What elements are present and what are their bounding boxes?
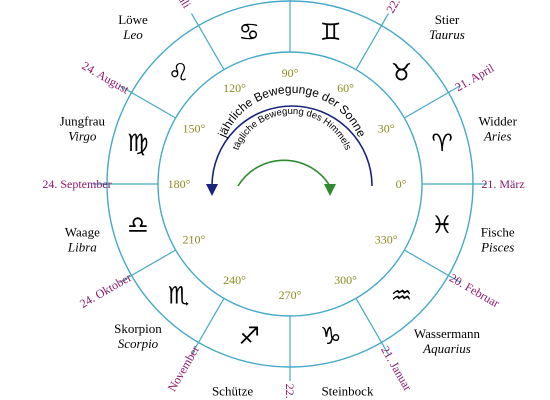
degree-label: 0°: [396, 177, 407, 191]
gemini-icon: ♊: [320, 18, 342, 46]
sector-divider: [404, 84, 461, 119]
date-label: 21. April: [452, 60, 497, 94]
daily-sky-motion-text: tägliche Bewegung des Himmels: [231, 106, 354, 152]
sign-name-german: Wassermann: [414, 326, 481, 341]
sector-divider: [404, 249, 461, 284]
daily-sky-motion-label: tägliche Bewegung des Himmels: [231, 106, 354, 152]
degree-label: 180°: [168, 177, 191, 191]
sign-label-sagittarius: SchützeSagittarius: [204, 383, 261, 400]
sector-divider: [119, 84, 176, 119]
sign-name-german: Schütze: [212, 383, 253, 398]
sign-name-german: Stier: [435, 12, 460, 27]
scorpio-icon: ♏: [168, 281, 190, 309]
degree-label: 210°: [182, 233, 205, 247]
sign-name-german: Skorpion: [114, 321, 162, 336]
motion-arrows: jährliche Bewegunge der Sonne tägliche B…: [206, 82, 373, 196]
degree-label: 330°: [375, 233, 398, 247]
sign-name-latin: Capricornus: [315, 398, 381, 400]
aquarius-icon: ♒: [391, 281, 413, 309]
degree-label: 300°: [334, 273, 357, 287]
degree-label: 150°: [182, 122, 205, 136]
sign-name-german: Steinbock: [321, 383, 373, 398]
sector-divider: [190, 13, 225, 70]
sign-label-capricornus: SteinbockCapricornus: [315, 383, 381, 400]
degree-label: 120°: [223, 81, 246, 95]
sign-name-latin: Virgo: [68, 128, 97, 143]
date-label: 24. September: [42, 177, 111, 191]
sign-name-german: Waage: [65, 225, 100, 240]
zodiac-glyphs: ♈ ♉ ♊ ♋ ♌ ♍ ♎ ♏ ♐ ♑ ♒ ♓: [127, 18, 453, 350]
sector-divider: [190, 298, 225, 355]
date-label: 21. Januar: [378, 344, 415, 394]
degree-label: 60°: [337, 81, 354, 95]
pisces-icon: ♓: [431, 211, 453, 239]
date-label: 22. D: [283, 384, 297, 400]
date-label: Juli: [173, 0, 194, 11]
date-label: 21. März: [481, 177, 524, 191]
sign-name-latin: Libra: [67, 240, 97, 255]
date-label: 22. M: [383, 0, 410, 15]
sign-name-german: Fische: [481, 225, 515, 240]
sign-name-latin: Sagittarius: [204, 398, 261, 400]
aries-icon: ♈: [431, 129, 453, 157]
outer-ring-circle: [106, 0, 474, 368]
sign-name-latin: Aquarius: [422, 341, 471, 356]
sign-name-latin: Scorpio: [118, 336, 159, 351]
sign-name-latin: Aries: [483, 128, 511, 143]
sector-divider: [355, 13, 390, 70]
sector-divider: [119, 249, 176, 284]
zodiac-ring: [93, 0, 487, 381]
libra-icon: ♎: [127, 211, 149, 239]
degree-label: 30°: [378, 122, 395, 136]
capricorn-icon: ♑: [320, 322, 342, 350]
sign-name-german: Löwe: [118, 12, 148, 27]
cancer-icon: ♋: [238, 18, 260, 46]
sector-divider: [355, 298, 390, 355]
annual-sun-motion-arrow: [211, 105, 373, 187]
sagittarius-icon: ♐: [238, 322, 260, 350]
degree-label: 270°: [279, 288, 302, 302]
degree-label: 90°: [282, 66, 299, 80]
date-label: 24. August: [80, 58, 133, 96]
virgo-icon: ♍: [127, 129, 149, 157]
sign-name-latin: Taurus: [429, 27, 465, 42]
daily-sky-motion-arrow: [237, 159, 331, 187]
sign-name-latin: Leo: [122, 27, 143, 42]
sign-name-latin: Pisces: [480, 240, 514, 255]
date-label: November: [165, 343, 202, 394]
sign-name-german: Jungfrau: [60, 113, 106, 128]
annual-sun-motion-arrowhead: [206, 184, 218, 196]
sign-name-german: Widder: [478, 113, 517, 128]
taurus-icon: ♉: [391, 59, 413, 87]
degree-label: 240°: [223, 273, 246, 287]
leo-icon: ♌: [168, 59, 190, 87]
date-label: 20. Februar: [447, 271, 502, 311]
date-label: 24. Oktober: [77, 270, 134, 311]
daily-sky-motion-arrowhead: [324, 184, 336, 196]
degree-labels: 0° 30° 60° 90° 120° 150° 180° 210° 240° 270° 300° 3…: [168, 66, 407, 302]
